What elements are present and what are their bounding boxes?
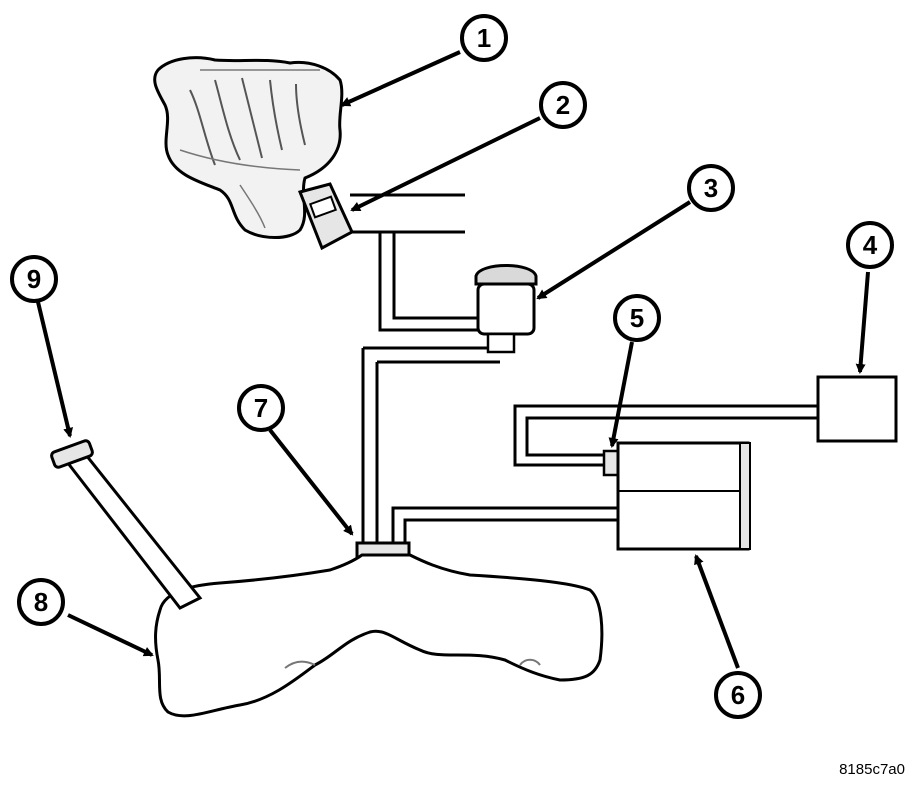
callout-3-number: 3	[704, 173, 718, 203]
callout-3: 3	[687, 164, 735, 212]
callout-2-number: 2	[556, 90, 570, 120]
callout-4-number: 4	[863, 230, 878, 260]
callout-6: 6	[714, 671, 762, 719]
callout-6-number: 6	[731, 680, 745, 710]
callout-5: 5	[613, 294, 661, 342]
callout-1: 1	[460, 14, 508, 62]
callout-7-number: 7	[254, 393, 268, 423]
callout-4: 4	[846, 221, 894, 269]
fuel-tank	[154, 553, 604, 718]
vapor-hoses	[350, 193, 820, 545]
figure-id: 8185c7a0	[839, 761, 905, 778]
evap-canister	[616, 441, 751, 551]
callout-8-number: 8	[34, 587, 48, 617]
callout-9: 9	[10, 255, 58, 303]
callout-2: 2	[539, 81, 587, 129]
callout-1-number: 1	[477, 23, 491, 53]
intake-manifold	[153, 56, 344, 239]
callout-7: 7	[237, 384, 285, 432]
callout-8: 8	[17, 578, 65, 626]
vacuum-reservoir	[474, 264, 538, 354]
filler-tube	[50, 439, 203, 610]
callout-5-number: 5	[630, 303, 644, 333]
canister-vent-valve	[602, 449, 620, 477]
callout-arrows	[36, 50, 870, 669]
purge-valve	[297, 182, 354, 251]
callout-9-number: 9	[27, 264, 41, 294]
control-module	[816, 375, 898, 443]
